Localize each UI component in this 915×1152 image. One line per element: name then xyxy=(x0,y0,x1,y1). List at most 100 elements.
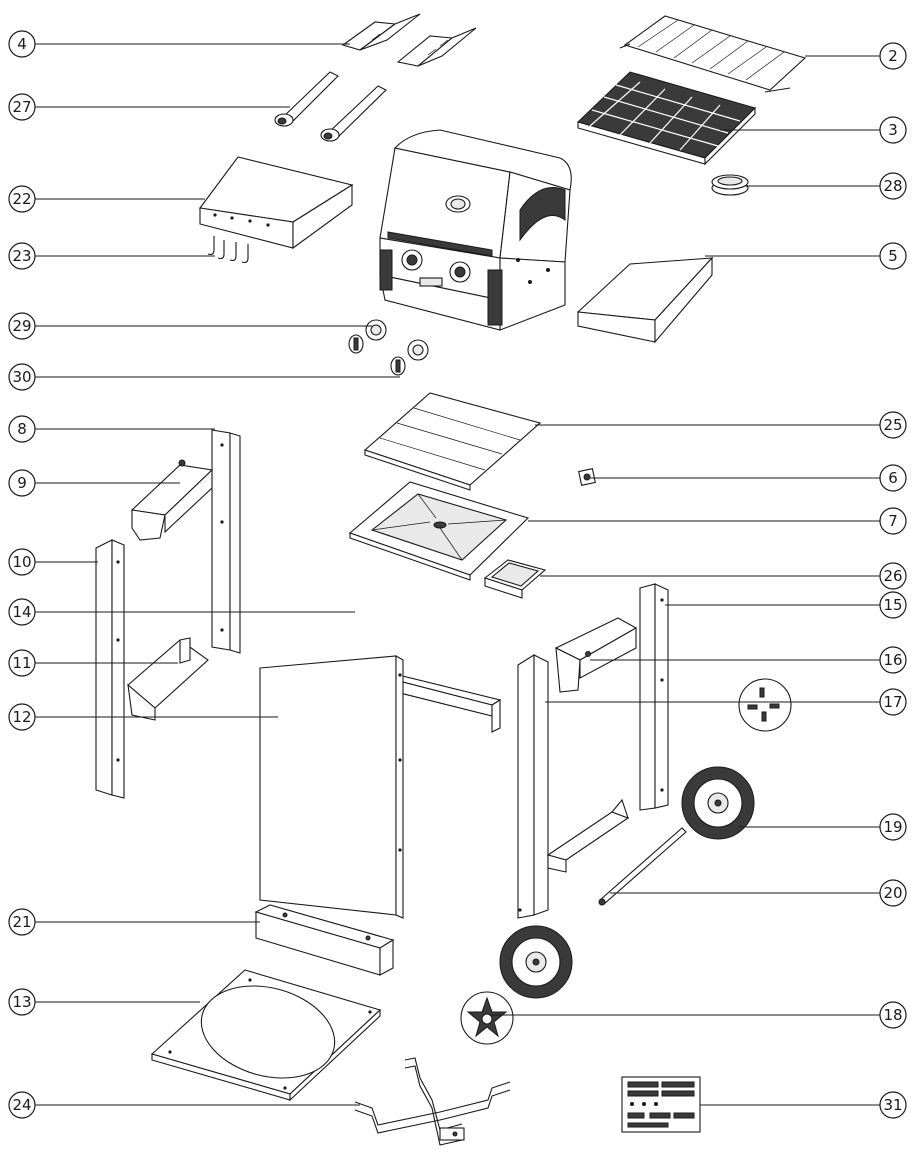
callout-label-11: 11 xyxy=(12,654,31,672)
callout-circle-27 xyxy=(8,93,36,121)
part-8-left-rear-leg xyxy=(211,429,241,654)
callout-30: 30 xyxy=(8,363,36,391)
callout-25: 25 xyxy=(879,411,907,439)
callout-29: 29 xyxy=(8,312,36,340)
part-11-lower-left-bracket xyxy=(127,637,209,721)
part-26-grease-cup xyxy=(483,559,547,599)
callout-circle-16 xyxy=(879,646,907,674)
part-callouts: 4272223293089101411122113242328525672615… xyxy=(8,30,907,1119)
callout-label-19: 19 xyxy=(883,818,902,836)
callout-13: 13 xyxy=(8,988,36,1016)
part-23-tool-hooks xyxy=(207,236,249,264)
callout-label-12: 12 xyxy=(12,708,31,726)
lower-right-bracket xyxy=(546,798,630,873)
callout-2: 2 xyxy=(879,42,907,70)
part-10-left-front-leg xyxy=(95,539,125,799)
callout-circle-30 xyxy=(8,363,36,391)
callout-label-7: 7 xyxy=(888,512,898,530)
part-6-bracket-plate xyxy=(578,468,596,486)
callout-circle-20 xyxy=(879,879,907,907)
callout-17: 17 xyxy=(879,688,907,716)
callout-label-18: 18 xyxy=(883,1006,902,1024)
callout-circle-17 xyxy=(879,688,907,716)
callout-label-20: 20 xyxy=(883,884,902,902)
callout-16: 16 xyxy=(879,646,907,674)
callout-15: 15 xyxy=(879,591,907,619)
callout-11: 11 xyxy=(8,649,36,677)
callout-label-15: 15 xyxy=(883,596,902,614)
callout-circle-13 xyxy=(8,988,36,1016)
callout-label-24: 24 xyxy=(12,1096,31,1114)
part-30-knob-and-bezel xyxy=(390,339,429,376)
callout-label-16: 16 xyxy=(883,651,902,669)
callout-21: 21 xyxy=(8,908,36,936)
callout-circle-31 xyxy=(879,1091,907,1119)
callout-circle-26 xyxy=(879,562,907,590)
callout-20: 20 xyxy=(879,879,907,907)
part-19-wheel xyxy=(681,766,755,840)
callout-circle-9 xyxy=(8,469,36,497)
callout-label-31: 31 xyxy=(883,1096,902,1114)
callout-28: 28 xyxy=(879,172,907,200)
callout-22: 22 xyxy=(8,185,36,213)
callout-label-21: 21 xyxy=(12,913,31,931)
callout-24: 24 xyxy=(8,1091,36,1119)
callout-label-23: 23 xyxy=(12,247,31,265)
callout-label-3: 3 xyxy=(888,121,898,139)
part-9-upper-left-bracket xyxy=(130,459,214,541)
callout-label-29: 29 xyxy=(12,317,31,335)
leader-lines xyxy=(35,43,880,1106)
callout-circle-2 xyxy=(879,42,907,70)
part-31-label xyxy=(621,1076,701,1133)
callout-circle-29 xyxy=(8,312,36,340)
callout-label-17: 17 xyxy=(883,693,902,711)
callout-27: 27 xyxy=(8,93,36,121)
callout-7: 7 xyxy=(879,507,907,535)
part-16-upper-right-bracket xyxy=(554,617,638,693)
callout-circle-7 xyxy=(879,507,907,535)
part-3-cooking-grate xyxy=(577,71,756,166)
callout-label-4: 4 xyxy=(17,35,27,53)
callout-18: 18 xyxy=(879,1001,907,1029)
callout-5: 5 xyxy=(879,242,907,270)
callout-label-13: 13 xyxy=(12,993,31,1011)
callout-label-22: 22 xyxy=(12,190,31,208)
callout-label-5: 5 xyxy=(888,247,898,265)
callout-19: 19 xyxy=(879,813,907,841)
callout-label-14: 14 xyxy=(12,603,31,621)
callout-circle-28 xyxy=(879,172,907,200)
callout-12: 12 xyxy=(8,703,36,731)
callout-26: 26 xyxy=(879,562,907,590)
callout-label-30: 30 xyxy=(12,368,31,386)
callout-3: 3 xyxy=(879,116,907,144)
callout-label-9: 9 xyxy=(17,474,27,492)
callout-circle-19 xyxy=(879,813,907,841)
part-17-right-front-leg xyxy=(517,654,549,919)
callout-circle-21 xyxy=(8,908,36,936)
callout-label-26: 26 xyxy=(883,567,902,585)
part-2-warming-rack xyxy=(619,15,807,93)
callout-label-8: 8 xyxy=(17,420,27,438)
part-18-hubcap xyxy=(460,991,514,1045)
callout-23: 23 xyxy=(8,242,36,270)
callout-31: 31 xyxy=(879,1091,907,1119)
part-28-thermometer xyxy=(711,174,749,196)
part-24-bottom-bracket xyxy=(354,1057,511,1146)
callout-4: 4 xyxy=(8,30,36,58)
callout-circle-10 xyxy=(8,548,36,576)
callout-label-27: 27 xyxy=(12,98,31,116)
part-25-heat-shield xyxy=(363,392,542,491)
callout-label-28: 28 xyxy=(883,177,902,195)
callout-10: 10 xyxy=(8,548,36,576)
grill-head xyxy=(379,129,572,331)
part-4-heat-tents xyxy=(341,13,477,67)
callout-circle-6 xyxy=(879,464,907,492)
callout-circle-8 xyxy=(8,415,36,443)
callout-circle-14 xyxy=(8,598,36,626)
callout-8: 8 xyxy=(8,415,36,443)
callout-label-10: 10 xyxy=(12,553,31,571)
callout-circle-23 xyxy=(8,242,36,270)
part-22-left-side-shelf xyxy=(199,156,354,250)
part-21-bottom-brace xyxy=(254,904,395,976)
